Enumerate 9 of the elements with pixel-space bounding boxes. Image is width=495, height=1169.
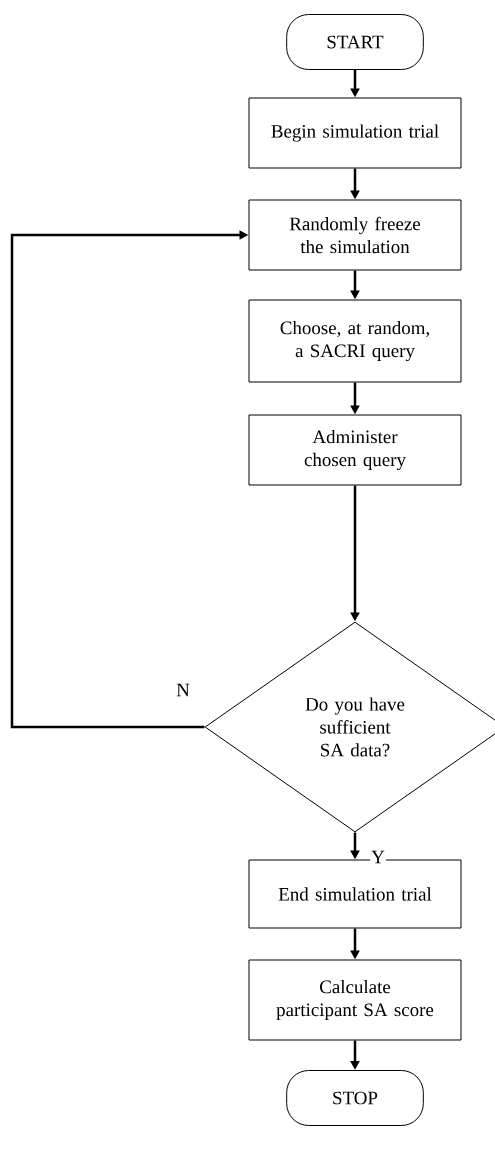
edge-label: N bbox=[175, 682, 191, 698]
process-box: Randomly freeze the simulation bbox=[248, 199, 462, 271]
terminal-box: START bbox=[286, 14, 424, 70]
process-box: Administer chosen query bbox=[248, 414, 462, 486]
process-box: Calculate participant SA score bbox=[248, 959, 462, 1041]
process-box: Choose, at random, a SACRI query bbox=[248, 299, 462, 383]
edge-label: Y bbox=[370, 849, 386, 865]
terminal-box: STOP bbox=[286, 1070, 424, 1126]
process-box: Begin simulation trial bbox=[248, 97, 462, 169]
